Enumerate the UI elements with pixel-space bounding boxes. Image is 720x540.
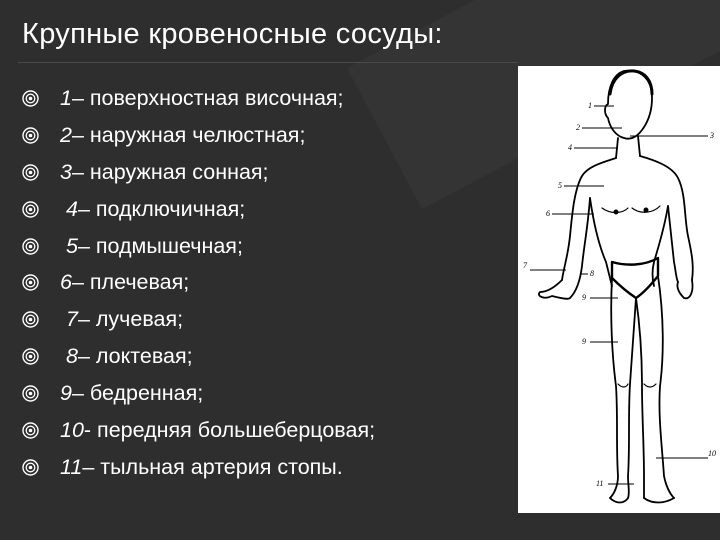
body-diagram: 1 2 3 4 5 6 7 8 9 9 10 11 — [523, 69, 716, 504]
underwear-outline — [610, 256, 660, 300]
circled-bullet-icon — [22, 200, 60, 218]
circled-bullet-icon — [22, 164, 60, 181]
callout-label-8: 8 — [590, 269, 594, 278]
callout-lines — [530, 105, 708, 485]
left-leg-inner — [627, 297, 637, 499]
list-item: 6 – плечевая; — [22, 264, 522, 301]
item-number: 10 — [60, 417, 84, 442]
right-shoulder-arm — [639, 155, 694, 281]
item-number: 6 — [60, 270, 72, 295]
head-outline — [604, 69, 653, 140]
vessel-list: 1 – поверхностная височная; 2 – наружная… — [22, 80, 522, 486]
callout-label-10: 10 — [708, 449, 716, 458]
right-leg-inner — [635, 297, 645, 499]
hair-outline — [608, 69, 654, 96]
left-shoulder-arm — [561, 157, 617, 281]
callout-label-4: 4 — [568, 143, 572, 152]
list-item: 1 – поверхностная височная; — [22, 80, 522, 117]
right-hand — [676, 279, 694, 300]
left-hand — [538, 279, 571, 300]
right-leg-outer — [657, 275, 675, 499]
circled-bullet-icon — [22, 422, 60, 439]
left-leg-outer — [609, 277, 619, 499]
item-number: 11 — [60, 454, 83, 479]
item-text: – наружная челюстная; — [71, 122, 306, 147]
item-number: 5 — [60, 233, 78, 258]
callout-label-7: 7 — [523, 261, 528, 270]
list-item: 7 – лучевая; — [22, 301, 522, 338]
title-divider — [18, 62, 518, 63]
anatomy-figure: 1 2 3 4 5 6 7 8 9 9 10 11 — [518, 66, 720, 513]
item-number: 1 — [60, 85, 72, 110]
torso-right — [651, 205, 669, 287]
item-number: 4 — [60, 196, 78, 221]
callout-label-3: 3 — [709, 131, 714, 140]
circled-bullet-icon — [22, 385, 60, 402]
callout-label-2: 2 — [576, 123, 580, 132]
circled-bullet-icon — [22, 127, 60, 144]
circled-bullet-icon — [22, 348, 60, 365]
circled-bullet-icon — [22, 90, 60, 107]
item-text: – поверхностная височная; — [71, 85, 344, 110]
item-text: – тыльная артерия стопы. — [82, 454, 343, 479]
item-text: – наружная сонная; — [71, 159, 269, 184]
item-text: – бедренная; — [71, 381, 204, 406]
chest-line — [601, 205, 661, 214]
list-item: 11 – тыльная артерия стопы. — [22, 449, 522, 486]
callout-label-11: 11 — [596, 479, 603, 488]
circled-bullet-icon — [22, 274, 60, 292]
circled-bullet-icon — [22, 237, 60, 255]
knee-lines — [617, 383, 657, 388]
nipple-right — [643, 207, 649, 213]
list-item: 10- передняя большеберцовая; — [22, 412, 522, 449]
torso-left — [589, 197, 613, 287]
item-text: – лучевая; — [77, 307, 184, 332]
callout-label-5: 5 — [558, 181, 562, 190]
list-item: 4 – подключичная; — [22, 191, 522, 228]
list-item: 8 – локтевая; — [22, 338, 522, 375]
list-item: 2 – наружная челюстная; — [22, 117, 522, 154]
item-number: 8 — [60, 344, 78, 369]
item-number: 2 — [60, 122, 72, 147]
item-text: - передняя большеберцовая; — [83, 417, 376, 442]
list-item: 5 – подмышечная; — [22, 228, 522, 265]
feet-outline — [609, 497, 675, 504]
list-item: 3 – наружная сонная; — [22, 154, 522, 191]
item-text: – подключичная; — [77, 196, 246, 221]
callout-label-6: 6 — [546, 209, 550, 218]
item-number: 9 — [60, 381, 72, 406]
slide-title: Крупные кровеносные сосуды: — [22, 18, 443, 50]
circled-bullet-icon — [22, 459, 60, 476]
right-arm-inner — [667, 205, 679, 283]
list-item: 9 – бедренная; — [22, 375, 522, 412]
left-arm-inner — [569, 197, 591, 299]
item-text: – локтевая; — [77, 344, 193, 369]
item-number: 7 — [60, 307, 78, 332]
item-number: 3 — [60, 159, 72, 184]
callout-label-9b: 9 — [582, 337, 586, 346]
item-text: – плечевая; — [71, 270, 190, 295]
item-text: – подмышечная; — [77, 233, 243, 258]
nipple-left — [613, 209, 619, 215]
callout-label-9a: 9 — [582, 293, 586, 302]
callout-label-1: 1 — [588, 101, 592, 110]
circled-bullet-icon — [22, 311, 60, 328]
